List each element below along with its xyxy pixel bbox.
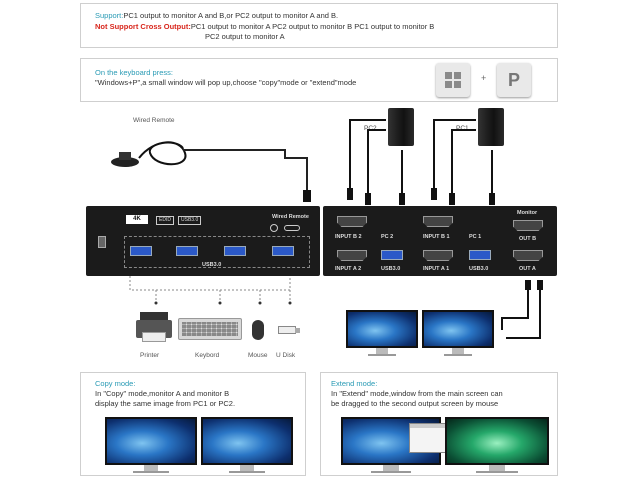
copy-mode-line-2: display the same image from PC1 or PC2. xyxy=(95,399,235,409)
monitor-group-label: Monitor xyxy=(517,210,537,216)
p-key-label: P xyxy=(497,63,531,97)
hdmi-input-a2[interactable] xyxy=(337,250,367,261)
keyboard-shortcut-box: On the keyboard press: "Windows+P",a sma… xyxy=(80,58,558,102)
badge-edid: EDID xyxy=(156,216,174,225)
support-text: PC1 output to monitor A and B,or PC2 out… xyxy=(123,11,338,20)
pc2-group-label: PC 2 xyxy=(381,234,393,240)
copy-mode-line-1: In "Copy" mode,monitor A and monitor B xyxy=(95,389,229,399)
badge-usb: USB3.0 xyxy=(178,216,201,225)
monitor-a xyxy=(346,310,418,356)
kvm-front-panel: 4K EDID USB3.0 Wired Remote USB3.0 xyxy=(86,206,320,276)
keyboard-title: On the keyboard press: xyxy=(95,68,173,78)
keyboard-label: Keybord xyxy=(195,352,219,359)
peripheral-leads xyxy=(120,276,310,316)
badge-4k: 4K xyxy=(126,215,148,224)
input-b1-label: INPUT B 1 xyxy=(423,234,450,240)
copy-monitor-b xyxy=(201,417,293,473)
u-disk-icon xyxy=(278,326,296,334)
hdmi-input-a1[interactable] xyxy=(423,250,453,261)
extend-mode-title: Extend mode: xyxy=(331,379,377,389)
plus-sign: + xyxy=(481,73,486,83)
support-info-box: Support:PC1 output to monitor A and B,or… xyxy=(80,3,558,48)
support-line: Support:PC1 output to monitor A and B,or… xyxy=(95,11,338,21)
input-a2-label: INPUT A 2 xyxy=(335,266,361,272)
support-label: Support: xyxy=(95,11,123,20)
extend-mode-line-2: be dragged to the second output screen b… xyxy=(331,399,498,409)
p-key: P xyxy=(497,63,531,97)
mouse-icon xyxy=(252,320,264,340)
not-support-text-2: PC2 output to monitor A xyxy=(205,32,285,42)
copy-mode-title: Copy mode: xyxy=(95,379,135,389)
usb-pc2-label: USB3.0 xyxy=(381,266,400,272)
usb-port-4[interactable] xyxy=(272,246,294,256)
keyboard-icon xyxy=(178,318,242,340)
hdmi-out-b[interactable] xyxy=(513,220,543,231)
usb-upstream-pc2[interactable] xyxy=(381,250,403,260)
remote-button-icon[interactable] xyxy=(270,224,278,232)
pc1-group-label: PC 1 xyxy=(469,234,481,240)
usb-port-3[interactable] xyxy=(224,246,246,256)
input-b2-label: INPUT B 2 xyxy=(335,234,362,240)
mouse-label: Mouse xyxy=(248,352,268,359)
hdmi-input-b2[interactable] xyxy=(337,216,367,227)
printer-icon xyxy=(136,312,172,344)
hdmi-out-a[interactable] xyxy=(513,250,543,261)
usb-pc1-label: USB3.0 xyxy=(469,266,488,272)
input-a1-label: INPUT A 1 xyxy=(423,266,449,272)
windows-key xyxy=(436,63,470,97)
wired-remote-caption: Wired Remote xyxy=(133,116,175,126)
usb-port-2[interactable] xyxy=(176,246,198,256)
not-support-label: Not Support Cross Output: xyxy=(95,22,191,31)
remote-port-label: Wired Remote xyxy=(272,214,309,220)
copy-mode-box: Copy mode: In "Copy" mode,monitor A and … xyxy=(80,372,306,476)
out-b-label: OUT B xyxy=(519,236,536,242)
pc-cables-icon xyxy=(330,110,520,210)
extend-monitor-b xyxy=(445,417,549,473)
windows-logo-icon xyxy=(445,72,461,88)
not-support-line: Not Support Cross Output:PC1 output to m… xyxy=(95,22,434,32)
extend-mode-line-1: In "Extend" mode,window from the main sc… xyxy=(331,389,503,399)
u-disk-label: U Disk xyxy=(276,352,295,359)
copy-monitor-a xyxy=(105,417,197,473)
out-a-label: OUT A xyxy=(519,266,536,272)
keyboard-text: "Windows+P",a small window will pop up,c… xyxy=(95,78,356,88)
power-switch[interactable] xyxy=(98,236,106,248)
monitor-output-cables xyxy=(494,278,554,348)
usb-port-group-label: USB3.0 xyxy=(202,262,221,268)
monitor-b xyxy=(422,310,494,356)
usb-upstream-pc1[interactable] xyxy=(469,250,491,260)
printer-label: Printer xyxy=(140,352,159,359)
remote-port[interactable] xyxy=(284,225,300,231)
wired-remote-cable-icon xyxy=(95,128,315,208)
kvm-back-panel: INPUT B 2 PC 2 INPUT A 2 USB3.0 INPUT B … xyxy=(323,206,557,276)
usb-port-1[interactable] xyxy=(130,246,152,256)
hdmi-input-b1[interactable] xyxy=(423,216,453,227)
extend-mode-box: Extend mode: In "Extend" mode,window fro… xyxy=(320,372,558,476)
not-support-text-1: PC1 output to monitor A PC2 output to mo… xyxy=(191,22,434,31)
